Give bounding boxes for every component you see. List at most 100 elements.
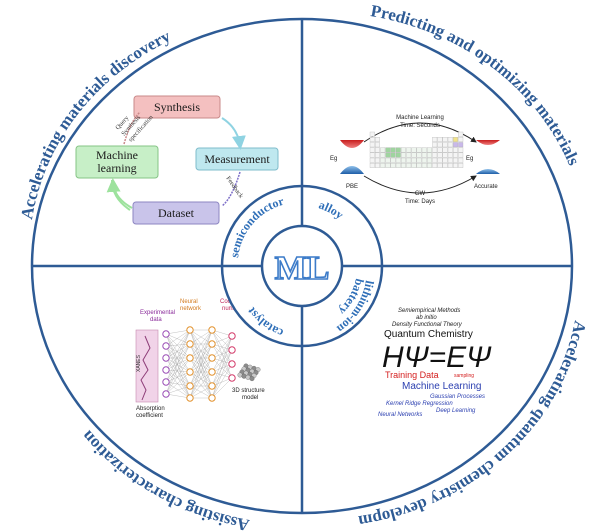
ml-center-label: ML xyxy=(275,250,330,287)
neural-network xyxy=(162,326,236,402)
structure-cluster xyxy=(237,363,261,382)
nn-edge xyxy=(189,371,213,399)
nn-node xyxy=(208,354,216,362)
nn-edge xyxy=(189,329,213,387)
nn-edge xyxy=(165,357,191,383)
periodic-cell xyxy=(437,157,443,163)
xanes-label: XANES xyxy=(136,354,142,372)
periodic-cell xyxy=(369,163,375,168)
periodic-cell xyxy=(401,163,406,168)
periodic-cell xyxy=(432,157,438,163)
abs-line2: coefficient xyxy=(136,413,163,419)
periodic-cell xyxy=(458,163,464,168)
measurement-label: Measurement xyxy=(204,152,270,166)
nn-edge xyxy=(165,371,191,395)
periodic-cell xyxy=(447,142,453,148)
nn-edge xyxy=(165,343,191,383)
periodic-cell xyxy=(375,152,380,158)
ml-box xyxy=(75,145,159,179)
periodic-cell xyxy=(427,147,432,153)
nn-edge xyxy=(189,329,213,399)
periodic-cell xyxy=(369,157,375,163)
arrow-feedback xyxy=(221,171,241,207)
nn-edge xyxy=(165,333,191,373)
nn-node xyxy=(186,354,194,362)
abs-line1: Absorption xyxy=(136,406,165,412)
periodic-cell xyxy=(375,147,380,153)
pbe-label: PBE xyxy=(346,184,358,190)
nn-edge xyxy=(165,329,191,395)
qc-title: Quantum Chemistry xyxy=(384,329,473,340)
periodic-cell xyxy=(447,147,453,153)
periodic-cell xyxy=(390,147,396,153)
nn-edge xyxy=(165,357,191,395)
periodic-cell xyxy=(390,152,396,158)
periodic-cell xyxy=(432,147,438,153)
periodic-cell xyxy=(380,147,386,153)
periodic-cell xyxy=(421,157,427,163)
nn-edge xyxy=(189,343,213,387)
nn-node xyxy=(162,390,170,398)
nn-edge xyxy=(189,371,213,387)
nn-edge xyxy=(165,343,191,371)
periodic-cell xyxy=(369,142,375,148)
periodic-cell xyxy=(421,152,427,158)
periodic-cell xyxy=(421,147,427,153)
nn-edge xyxy=(165,333,191,345)
nn-edge xyxy=(165,345,191,387)
periodic-cell xyxy=(432,142,438,148)
nn-edge xyxy=(165,345,191,359)
nn-edge xyxy=(211,363,233,399)
spectrum-strip xyxy=(135,329,159,403)
periodic-cell xyxy=(442,152,448,158)
periodic-cell xyxy=(375,137,380,142)
periodic-cell xyxy=(390,163,396,168)
nn-edge xyxy=(165,333,191,359)
nn-edge xyxy=(211,335,233,387)
nn-edge xyxy=(165,333,191,387)
nn-node xyxy=(186,368,194,376)
periodic-cell xyxy=(401,147,406,153)
periodic-cell xyxy=(416,147,422,153)
ml-time-line2: Time: Seconds xyxy=(400,123,440,129)
nn-node xyxy=(186,326,194,334)
nn-edge xyxy=(165,371,191,383)
eg-left: Eg xyxy=(330,156,337,162)
nn-node xyxy=(208,340,216,348)
nn-node xyxy=(228,332,236,340)
qc-equation: HΨ=EΨ xyxy=(382,341,492,374)
nn-node xyxy=(162,378,170,386)
periodic-cell xyxy=(437,163,443,168)
nn-line2: network xyxy=(180,306,202,312)
arrow-synthesis-measurement xyxy=(221,117,246,150)
nn-edge xyxy=(165,357,191,371)
nn-edge xyxy=(211,377,233,399)
nn-edge xyxy=(211,363,233,387)
exp-line2: data xyxy=(150,317,162,323)
accurate-valence xyxy=(476,140,500,145)
exp-line1: Experimental xyxy=(140,310,175,316)
gw-time-line2: Time: Days xyxy=(405,199,435,205)
periodic-cell xyxy=(421,163,427,168)
structure-line1: 3D structure xyxy=(232,388,265,394)
eg-right: Eg xyxy=(466,156,473,162)
periodic-cell xyxy=(437,152,443,158)
nn-node xyxy=(208,368,216,376)
nn-node xyxy=(208,394,216,402)
qc-krr: Kernel Ridge Regression xyxy=(386,401,453,407)
periodic-cell xyxy=(406,163,412,168)
structure-line2: model xyxy=(242,395,258,401)
periodic-cell xyxy=(458,131,464,137)
periodic-cell xyxy=(411,163,417,168)
nn-node xyxy=(162,330,170,338)
qc-nn: Neural Networks xyxy=(378,412,422,418)
nn-edge xyxy=(165,329,191,335)
nn-edge xyxy=(165,385,191,395)
periodic-cell xyxy=(385,157,391,163)
nn-edge xyxy=(189,343,213,399)
periodic-cell xyxy=(380,152,386,158)
periodic-cell xyxy=(453,152,458,158)
nn-edge xyxy=(189,357,213,387)
nn-line1: Neural xyxy=(180,299,198,305)
